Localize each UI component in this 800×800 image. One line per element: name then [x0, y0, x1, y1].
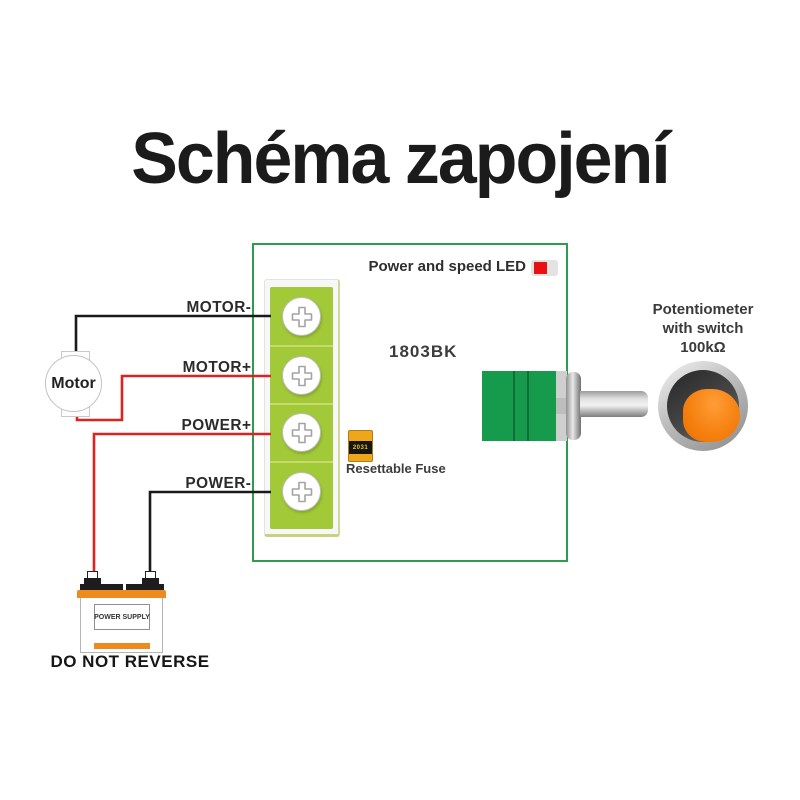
resettable-fuse-component: 2031 — [348, 430, 373, 462]
battery-orange-band — [77, 590, 166, 598]
led-red-chip — [534, 262, 547, 274]
battery-terminal-bar-left — [80, 584, 123, 591]
pot-body-divider — [513, 371, 515, 441]
battery-positive-post — [84, 578, 101, 586]
potentiometer-label-line2: with switch — [662, 319, 744, 337]
wire-label-motor-plus: MOTOR+ — [182, 359, 252, 376]
potentiometer-label: Potentiometer with switch 100kΩ — [623, 301, 783, 357]
potentiometer-label-line3: 100kΩ — [680, 338, 726, 356]
fuse-label: Resettable Fuse — [346, 461, 446, 476]
fuse-marking: 2031 — [349, 441, 372, 454]
wire-motor-plus — [75, 374, 271, 422]
power-supply-body: POWER SUPPLY — [80, 598, 163, 653]
motor: Motor — [45, 355, 102, 412]
potentiometer-label-line1: Potentiometer — [652, 301, 754, 318]
wire-label-power-minus: POWER- — [185, 475, 252, 492]
screw-terminal-power-plus — [282, 413, 321, 452]
screw-slot-icon — [291, 365, 313, 387]
terminal-divider — [270, 461, 333, 463]
screw-slot-icon — [291, 306, 313, 328]
battery-negative-post — [142, 578, 159, 586]
wire-label-motor-minus: MOTOR- — [186, 299, 252, 316]
pot-knob — [658, 361, 748, 451]
terminal-divider — [270, 403, 333, 405]
screw-slot-icon — [291, 422, 313, 444]
pot-body-divider — [527, 371, 529, 441]
terminal-block — [264, 279, 340, 537]
wire-motor-minus — [74, 314, 271, 353]
power-speed-led-icon — [531, 260, 558, 276]
pot-shaft — [580, 391, 648, 417]
potentiometer-body — [482, 371, 558, 441]
wire-power-plus — [92, 432, 271, 578]
board-model-label: 1803BK — [389, 342, 458, 361]
screw-slot-icon — [291, 481, 313, 503]
power-supply-label: POWER SUPPLY — [94, 604, 150, 630]
screw-terminal-motor-minus — [282, 297, 321, 336]
pot-knob-ring — [667, 370, 740, 442]
screw-terminal-power-minus — [282, 472, 321, 511]
page-title: Schéma zapojení — [131, 119, 671, 199]
pot-knob-orange-cap — [683, 389, 740, 442]
do-not-reverse-warning: DO NOT REVERSE — [50, 652, 210, 671]
led-label: Power and speed LED — [368, 258, 526, 275]
terminal-divider — [270, 345, 333, 347]
terminal-block-green — [270, 287, 333, 529]
battery-orange-strip — [94, 643, 150, 649]
pot-bushing — [566, 372, 581, 440]
screw-terminal-motor-plus — [282, 356, 321, 395]
wire-power-minus — [148, 490, 271, 578]
wire-label-power-plus: POWER+ — [181, 417, 252, 434]
battery-terminal-bar-right — [126, 584, 164, 591]
